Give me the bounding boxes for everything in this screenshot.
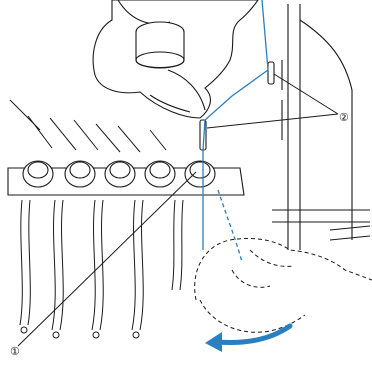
callout-1-label: ① [10,346,20,358]
callout-2: ② [339,112,349,124]
callout-2-label: ② [339,112,349,124]
lower-hand [195,238,372,332]
tension-knob-row [8,161,244,195]
callout-1: ① [10,346,20,358]
machine-body-lines [10,100,166,152]
machine-frame [272,4,370,250]
curved-arrow-icon [205,326,290,352]
needle-bars [20,200,183,338]
tension-knob [136,22,184,68]
